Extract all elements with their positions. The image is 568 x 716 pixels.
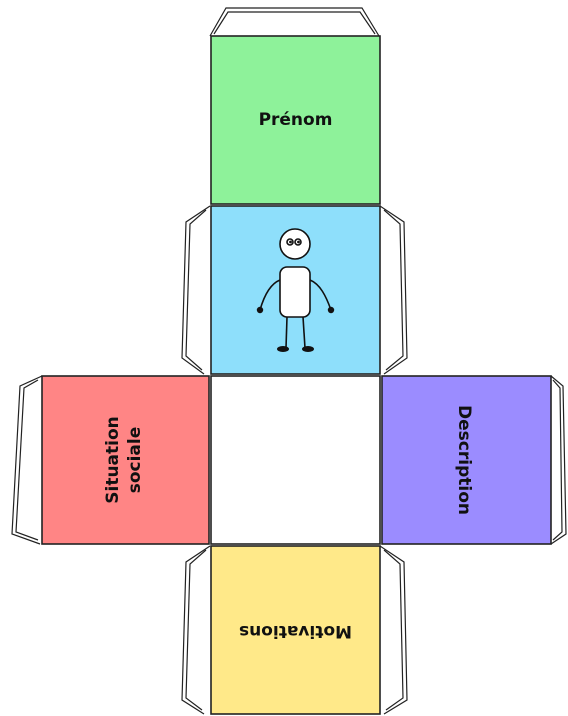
- face-bottom: [210, 545, 381, 715]
- face-top: [210, 35, 381, 205]
- face-top-label: Prénom: [259, 110, 333, 130]
- face-right-label: Description: [454, 405, 474, 515]
- stick-figure-icon: [256, 228, 335, 352]
- face-left: [41, 375, 210, 545]
- glue-tabs: [11, 7, 567, 715]
- face-left-label-line1: Situation: [103, 416, 123, 504]
- cube-faces: [41, 35, 552, 715]
- face-center: [210, 375, 381, 545]
- face-bottom-label: Motivations: [239, 621, 352, 641]
- face-left-label-line2: sociale: [125, 427, 145, 494]
- face-right: [381, 375, 552, 545]
